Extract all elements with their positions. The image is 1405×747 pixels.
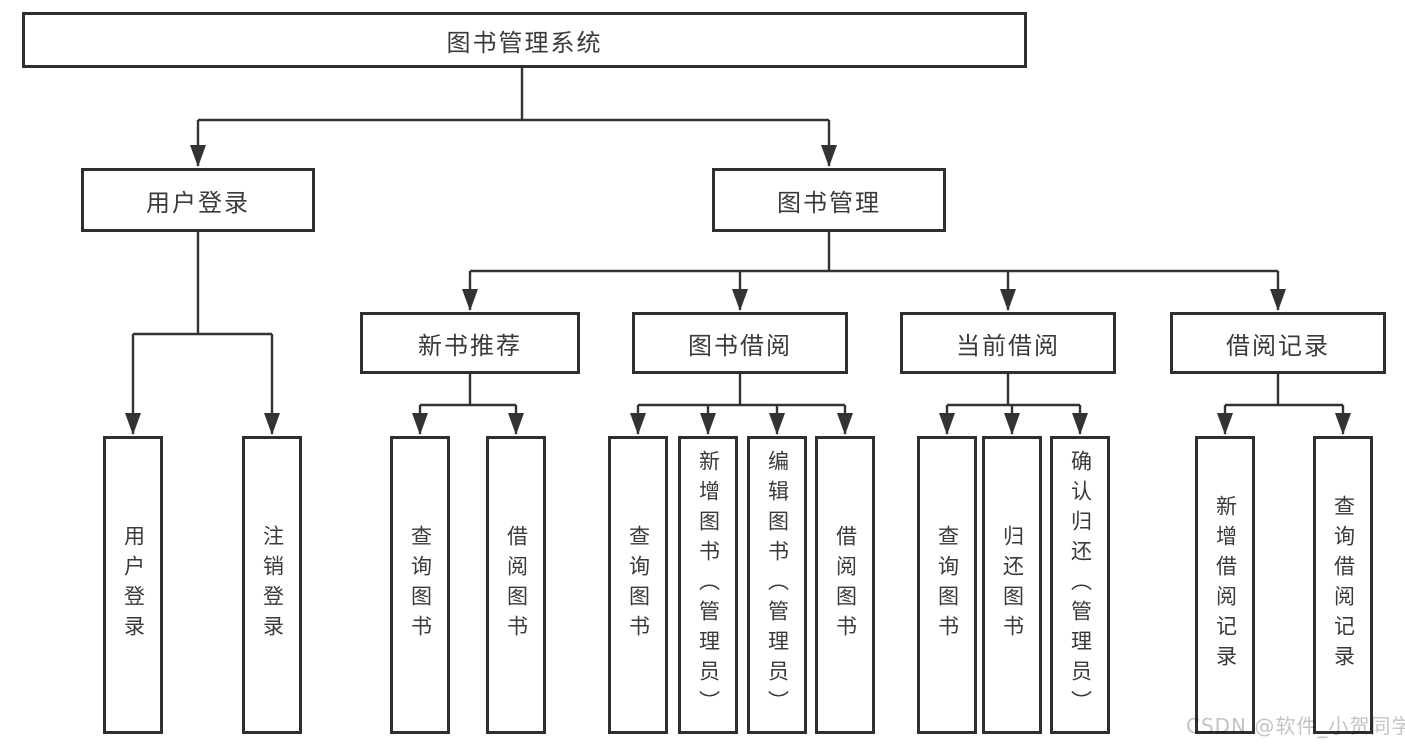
node-new-books: 新书推荐	[360, 312, 580, 374]
node-user-login-label: 用户登录	[146, 188, 250, 217]
connector-bus-lines	[133, 68, 1343, 407]
leaf-logout-login: 注销登录	[242, 436, 302, 734]
leaf-current-confirm-return-admin-label: 确认归还（管理员）	[1068, 450, 1093, 720]
leaf-borrow-borrow-books-label: 借阅图书	[833, 525, 858, 645]
leaf-records-add-record: 新增借阅记录	[1195, 436, 1255, 734]
leaf-current-confirm-return-admin: 确认归还（管理员）	[1050, 436, 1110, 734]
leaf-records-query-record: 查询借阅记录	[1313, 436, 1373, 734]
leaf-newbooks-query-books: 查询图书	[390, 436, 450, 734]
leaf-borrow-edit-books-admin: 编辑图书（管理员）	[747, 436, 807, 734]
leaf-borrow-add-books-admin-label: 新增图书（管理员）	[696, 450, 721, 720]
leaf-user-login: 用户登录	[103, 436, 163, 734]
node-current-borrow-label: 当前借阅	[956, 331, 1060, 360]
node-book-mgmt: 图书管理	[712, 168, 946, 232]
node-book-borrow-label: 图书借阅	[688, 331, 792, 360]
node-new-books-label: 新书推荐	[418, 331, 522, 360]
csdn-watermark: CSDN @软件_小贺同学	[1186, 714, 1405, 738]
leaf-newbooks-borrow-books-label: 借阅图书	[504, 525, 529, 645]
node-current-borrow: 当前借阅	[900, 312, 1116, 374]
leaf-records-query-record-label: 查询借阅记录	[1331, 495, 1356, 675]
node-borrow-records: 借阅记录	[1170, 312, 1386, 374]
node-book-mgmt-label: 图书管理	[777, 188, 881, 217]
leaf-borrow-query-books-label: 查询图书	[626, 525, 651, 645]
leaf-current-query-books-label: 查询图书	[935, 525, 960, 645]
leaf-borrow-add-books-admin: 新增图书（管理员）	[678, 436, 738, 734]
leaf-borrow-edit-books-admin-label: 编辑图书（管理员）	[765, 450, 790, 720]
node-root: 图书管理系统	[22, 12, 1027, 68]
leaf-user-login-label: 用户登录	[121, 525, 146, 645]
node-book-borrow: 图书借阅	[632, 312, 848, 374]
leaf-newbooks-query-books-label: 查询图书	[408, 525, 433, 645]
node-user-login: 用户登录	[81, 168, 315, 232]
node-borrow-records-label: 借阅记录	[1226, 331, 1330, 360]
leaf-current-query-books: 查询图书	[917, 436, 977, 734]
leaf-current-return-books-label: 归还图书	[1000, 525, 1025, 645]
leaf-current-return-books: 归还图书	[982, 436, 1042, 734]
node-root-label: 图书管理系统	[446, 28, 603, 57]
leaf-borrow-borrow-books: 借阅图书	[815, 436, 875, 734]
leaf-records-add-record-label: 新增借阅记录	[1213, 495, 1238, 675]
leaf-logout-login-label: 注销登录	[260, 525, 285, 645]
leaf-borrow-query-books: 查询图书	[608, 436, 668, 734]
leaf-newbooks-borrow-books: 借阅图书	[486, 436, 546, 734]
